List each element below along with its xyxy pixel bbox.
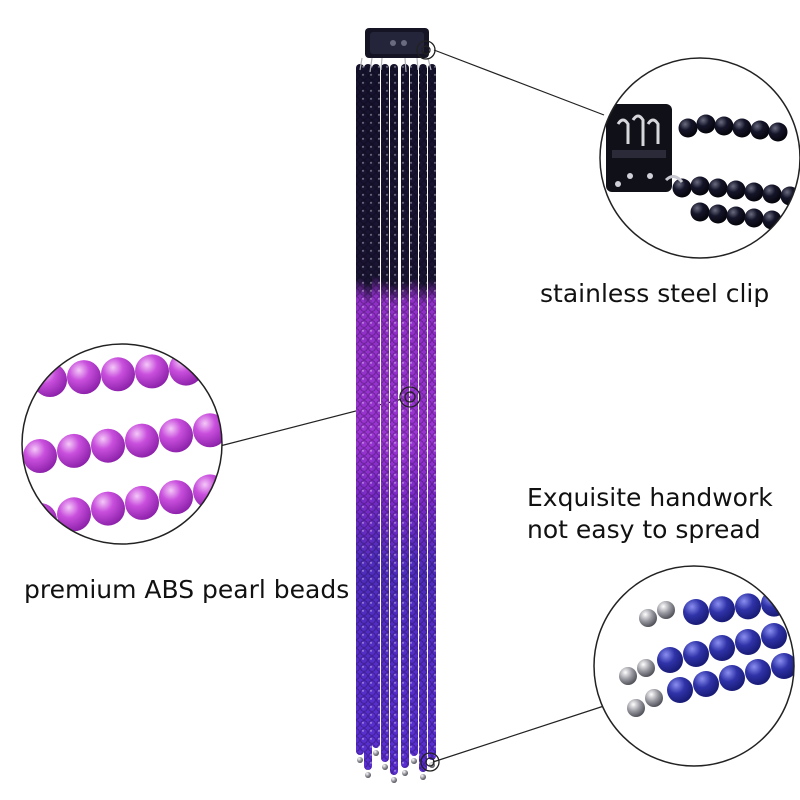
navy-bead: [787, 587, 794, 614]
black-bead: [726, 206, 746, 226]
metal-end-cap: [639, 609, 657, 627]
black-bead: [732, 118, 752, 138]
strand-end-cap: [382, 764, 388, 770]
pink-pearl: [227, 469, 261, 503]
pink-pearl: [125, 423, 159, 458]
target-markers: [399, 40, 440, 772]
navy-bead: [683, 599, 709, 625]
black-bead: [690, 202, 710, 222]
strand-end-cap: [391, 777, 397, 783]
black-bead: [714, 116, 734, 136]
black-bead: [708, 204, 728, 224]
strand-end-cap: [411, 758, 417, 764]
black-bead: [696, 114, 716, 134]
navy-bead: [761, 623, 787, 649]
bead-strand-texture: [410, 64, 418, 756]
clip-zoom-circle: [599, 57, 800, 259]
navy-bead: [657, 647, 683, 673]
pink-pearl: [237, 346, 271, 380]
pink-pearl: [261, 403, 295, 437]
pink-pearl: [33, 363, 67, 397]
pink-pearl: [23, 503, 57, 537]
bead-strand-texture: [356, 64, 364, 755]
navy-bead: [719, 665, 745, 691]
black-bead: [768, 122, 788, 142]
navy-bead: [771, 653, 794, 679]
clip-ring: [664, 175, 684, 183]
black-bead: [672, 178, 692, 198]
pink-pearl: [159, 480, 193, 515]
pink-pearl: [125, 485, 159, 520]
pink-pearl: [135, 354, 169, 389]
black-bead: [744, 182, 764, 202]
navy-bead: [735, 593, 761, 620]
beads-zoom-circle: [21, 343, 305, 545]
beads-zoom-pearls: [23, 343, 305, 537]
navy-bead: [667, 677, 693, 703]
pink-pearl: [203, 348, 222, 383]
black-bead: [744, 208, 764, 228]
pink-pearl: [23, 439, 57, 473]
pink-pearl: [101, 357, 135, 392]
black-bead: [690, 176, 710, 196]
bead-strand-texture: [401, 64, 409, 768]
strand-end-cap: [373, 750, 379, 756]
navy-bead: [709, 635, 735, 661]
pink-pearl: [169, 351, 203, 386]
bead-strand-texture: [381, 64, 389, 762]
pink-pearl: [193, 413, 222, 448]
pink-pearl: [57, 497, 91, 532]
bead-strands: [356, 64, 436, 783]
bead-strand-texture: [364, 64, 372, 770]
navy-bead: [693, 671, 719, 697]
hair-clip: [359, 28, 432, 73]
bead-strand-texture: [428, 64, 436, 760]
metal-end-cap: [637, 659, 655, 677]
metal-end-cap: [645, 689, 663, 707]
bead-strand-texture: [390, 64, 398, 775]
pink-pearl: [261, 463, 295, 497]
beads-caption: premium ABS pearl beads: [24, 575, 350, 604]
handwork-zoom-circle: [593, 565, 795, 767]
black-bead: [762, 184, 782, 204]
clip-caption: stainless steel clip: [540, 279, 770, 308]
clip-zoom-metal-clip: [606, 104, 672, 192]
black-bead: [750, 120, 770, 140]
strand-end-cap: [402, 770, 408, 776]
bead-strand-texture: [419, 64, 427, 772]
handwork-caption: Exquisite handwork not easy to spread: [527, 482, 773, 546]
navy-bead: [745, 659, 771, 685]
bead-strand-texture: [372, 64, 380, 748]
pink-pearl: [91, 491, 125, 526]
navy-bead: [709, 596, 735, 623]
navy-bead: [735, 629, 761, 655]
black-bead: [708, 178, 728, 198]
metal-end-cap: [619, 667, 637, 685]
pink-pearl: [91, 428, 125, 463]
pink-pearl: [271, 343, 305, 377]
metal-end-cap: [627, 699, 645, 717]
strand-end-cap: [420, 774, 426, 780]
pink-pearl: [57, 433, 91, 468]
clip-zoom-beads: [664, 114, 800, 230]
strand-end-cap: [365, 772, 371, 778]
pink-pearl: [67, 360, 101, 395]
navy-bead: [683, 641, 709, 667]
handwork-caption-line2: not easy to spread: [527, 515, 761, 544]
handwork-caption-line1: Exquisite handwork: [527, 483, 773, 512]
black-bead: [726, 180, 746, 200]
pink-pearl: [159, 418, 193, 453]
black-bead: [678, 118, 698, 138]
strand-end-cap: [357, 757, 363, 763]
metal-end-cap: [657, 601, 675, 619]
